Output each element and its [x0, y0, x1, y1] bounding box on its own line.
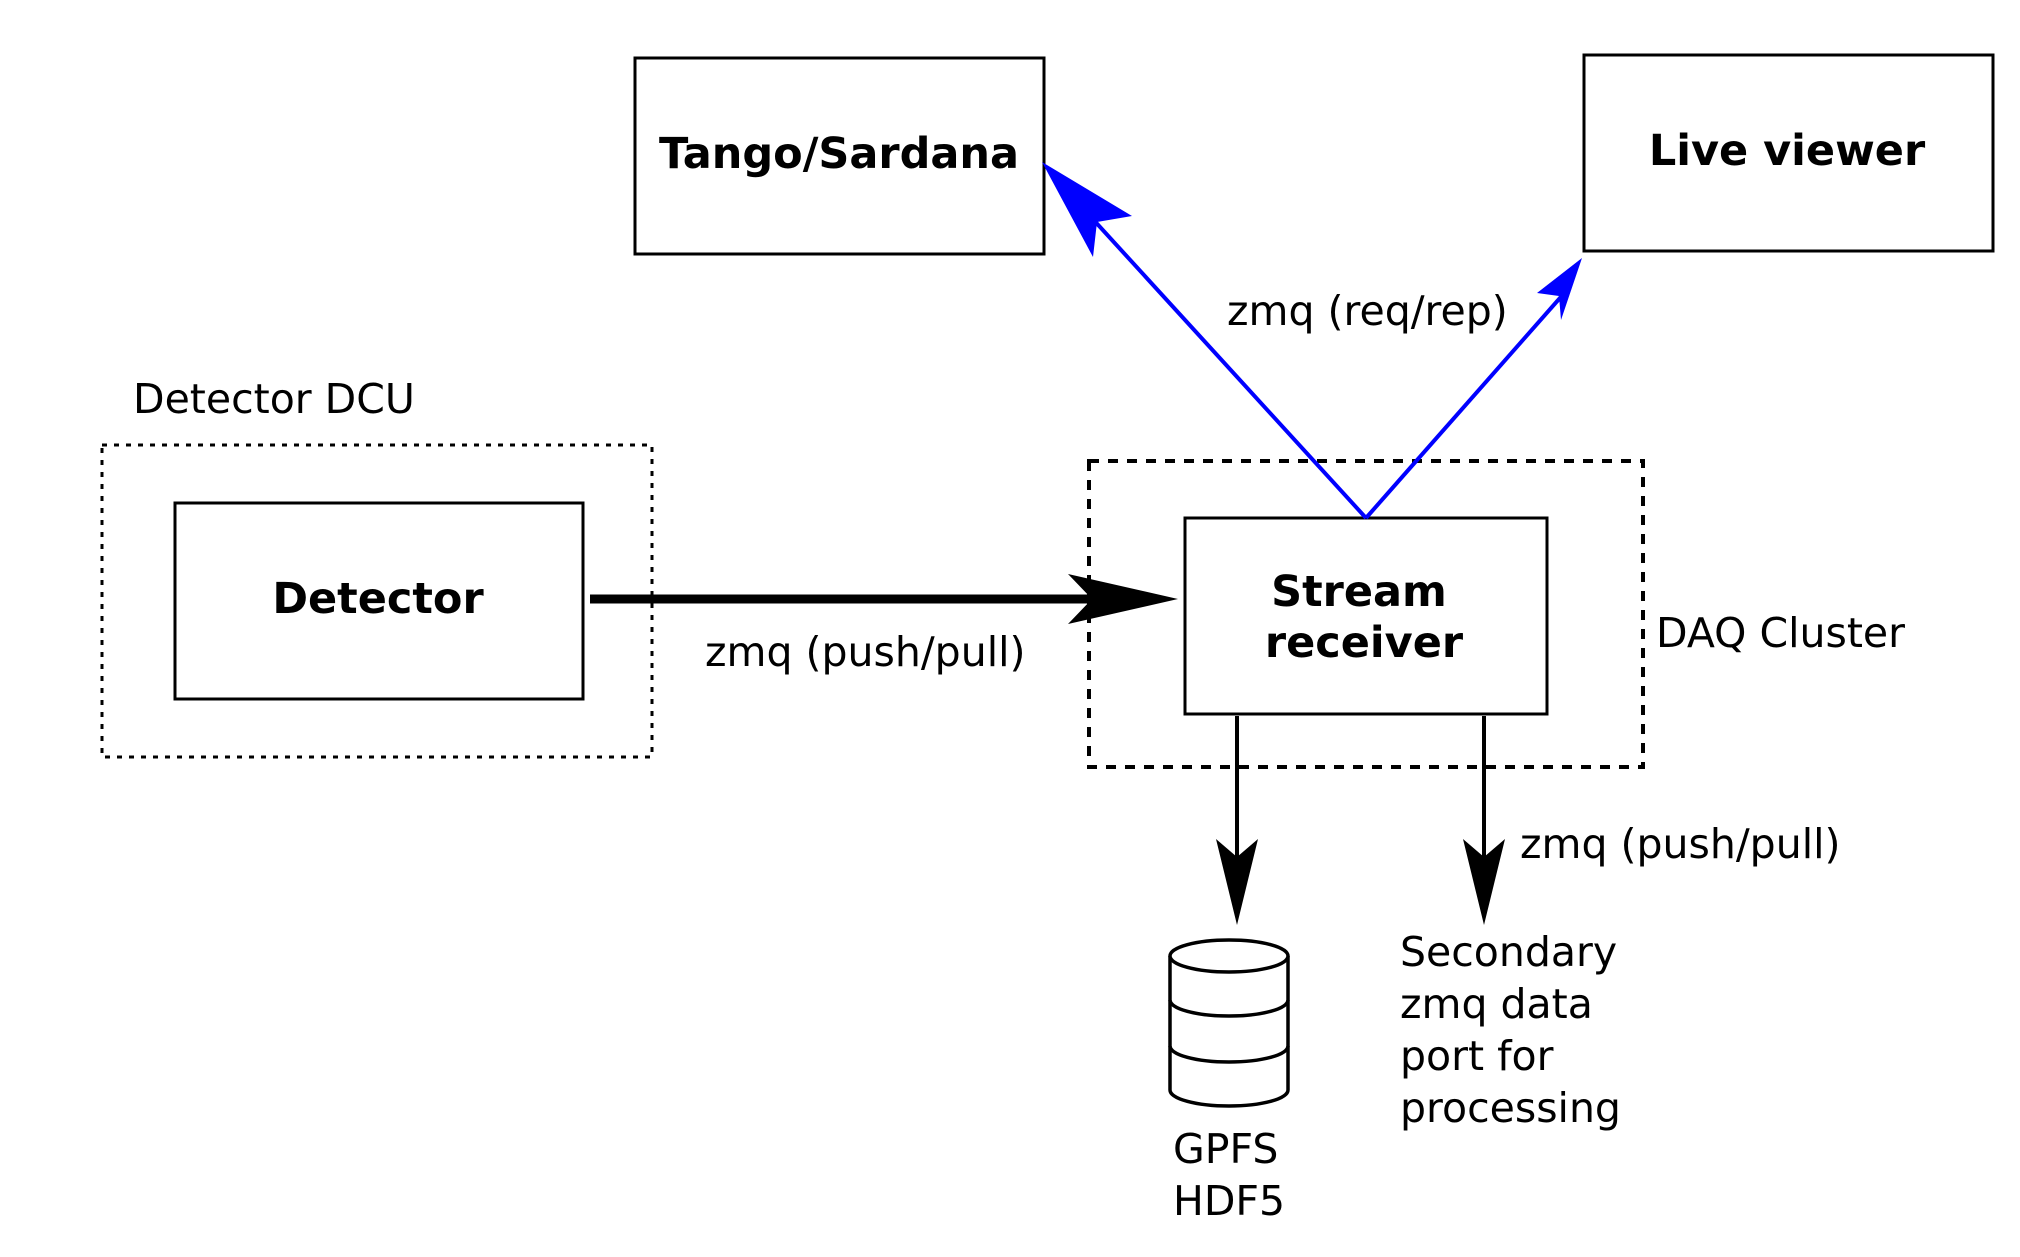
daq-cluster-label: DAQ Cluster	[1656, 609, 1905, 657]
receiver-to-storage-arrow	[1216, 716, 1258, 925]
receiver-to-secondary-arrow	[1463, 716, 1505, 925]
storage-label-line2: HDF5	[1173, 1177, 1285, 1225]
receiver-to-tango-arrowhead	[1042, 162, 1132, 257]
detector-to-receiver-arrowhead	[1068, 574, 1178, 624]
detector-box	[173, 501, 585, 701]
live-viewer-node[interactable]: Live viewer	[1582, 53, 1995, 253]
receiver-to-live-viewer-arrow	[1364, 258, 1582, 520]
detector-to-receiver-arrow	[590, 574, 1178, 624]
stream-receiver-label-line1: Stream	[1271, 567, 1447, 617]
detector-node[interactable]: Detector	[173, 501, 585, 701]
secondary-port-line3: port for	[1400, 1032, 1554, 1080]
storage-label-line1: GPFS	[1173, 1125, 1278, 1173]
receiver-to-tango-shaft	[1088, 214, 1368, 520]
stream-receiver-node[interactable]: Stream receiver	[1183, 516, 1549, 716]
secondary-port-line2: zmq data	[1400, 980, 1593, 1028]
receiver-to-live-viewer-shaft	[1364, 288, 1569, 520]
receiver-to-storage-arrowhead	[1216, 839, 1258, 925]
detector-label: Detector	[272, 574, 484, 624]
receiver-to-tango-arrow	[1042, 162, 1368, 520]
tango-sardana-node[interactable]: Tango/Sardana	[633, 56, 1046, 256]
detector-to-receiver-label: zmq (push/pull)	[705, 628, 1025, 676]
live-viewer-box	[1582, 53, 1995, 253]
receiver-to-secondary-label: zmq (push/pull)	[1520, 820, 1840, 868]
tango-sardana-label: Tango/Sardana	[659, 129, 1019, 179]
tango-sardana-box	[633, 56, 1046, 256]
secondary-port-line1: Secondary	[1400, 928, 1617, 976]
receiver-to-secondary-arrowhead	[1463, 839, 1505, 925]
detector-dcu-label: Detector DCU	[133, 375, 415, 423]
live-viewer-label: Live viewer	[1649, 126, 1926, 176]
receiver-to-live-viewer-arrowhead	[1537, 258, 1582, 320]
database-icon	[1168, 938, 1290, 1108]
secondary-port-line4: processing	[1400, 1084, 1621, 1132]
stream-receiver-label-line2: receiver	[1265, 618, 1464, 668]
receiver-to-control-label: zmq (req/rep)	[1227, 287, 1508, 335]
